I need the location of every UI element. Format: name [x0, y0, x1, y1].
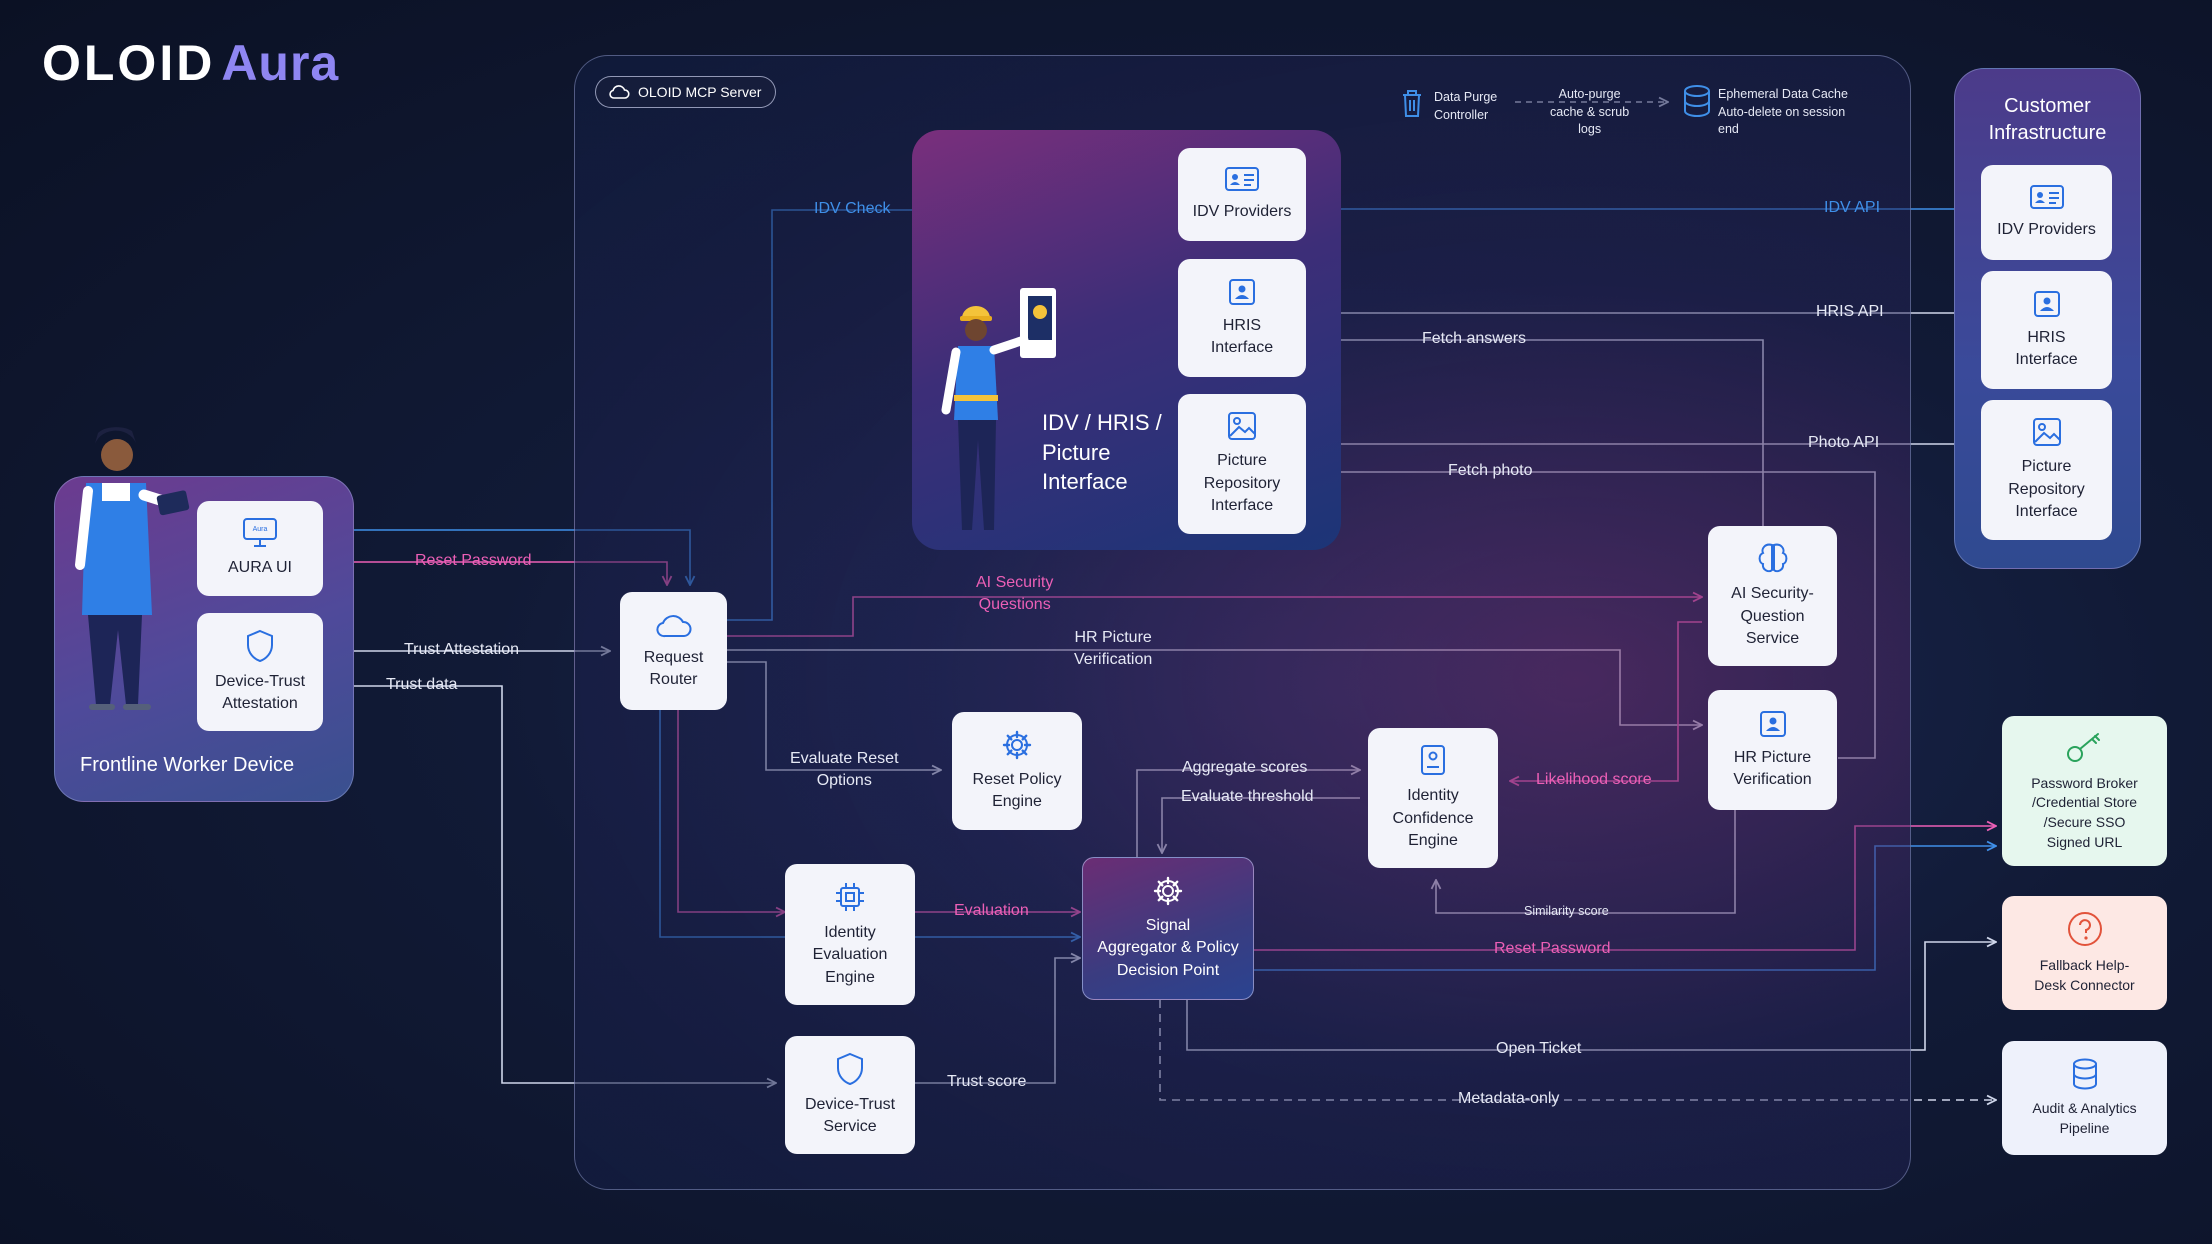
legend-purge-label: Data Purge Controller — [1434, 90, 1498, 122]
label-reset-password-2: Reset Password — [1494, 940, 1611, 957]
database-icon — [2072, 1058, 2097, 1090]
gear-icon — [1002, 730, 1032, 759]
badge-person-icon — [1759, 710, 1786, 737]
audit-analytics-node[interactable]: Audit & Analytics Pipeline — [2002, 1041, 2167, 1155]
trash-icon — [1403, 90, 1421, 117]
label-aggregate-scores: Aggregate scores — [1182, 759, 1308, 776]
identity-confidence-engine-label: Identity Confidence Engine — [1392, 787, 1474, 850]
badge-person-icon — [2033, 290, 2060, 317]
database-icon — [1684, 85, 1710, 117]
gear-icon — [1153, 876, 1183, 906]
label-trust-score: Trust score — [947, 1073, 1027, 1090]
label-idv-check: IDV Check — [814, 200, 891, 217]
id-card-icon — [1225, 167, 1259, 192]
label-hris-api: HRIS API — [1816, 303, 1884, 320]
identity-evaluation-engine-node[interactable]: Identity Evaluation Engine — [785, 864, 915, 1005]
signal-aggregator-label: Signal Aggregator & Policy Decision Poin… — [1097, 916, 1239, 979]
label-idv-api: IDV API — [1824, 199, 1881, 216]
key-icon — [2066, 732, 2100, 762]
legend-cache-label: Ephemeral Data Cache Auto-delete on sess… — [1718, 87, 1848, 136]
idv-providers-node[interactable]: IDV Providers — [1178, 148, 1306, 241]
label-trust-data: Trust data — [386, 676, 458, 693]
picture-repository-label: Picture Repository Interface — [1203, 452, 1281, 515]
customer-hris-interface-label: HRIS Interface — [2015, 328, 2078, 368]
chip-icon — [836, 882, 864, 911]
label-trust-attestation: Trust Attestation — [404, 641, 520, 658]
aura-badge: Aura — [253, 526, 268, 533]
customer-idv-providers-label: IDV Providers — [1997, 221, 2096, 239]
cloud-icon — [609, 85, 630, 99]
label-likelihood: Likelihood score — [1536, 771, 1652, 788]
audit-analytics-label: Audit & Analytics Pipeline — [2032, 1100, 2137, 1136]
customer-picture-repository-node[interactable]: Picture Repository Interface — [1981, 400, 2112, 540]
fallback-helpdesk-node[interactable]: Fallback Help- Desk Connector — [2002, 896, 2167, 1010]
request-router-label: Request Router — [643, 648, 704, 688]
brain-icon — [1758, 544, 1787, 573]
id-card-icon — [2029, 185, 2064, 210]
label-open-ticket: Open Ticket — [1496, 1040, 1582, 1057]
mcp-server-badge: OLOID MCP Server — [595, 76, 777, 108]
label-evaluation: Evaluation — [954, 902, 1029, 919]
customer-picture-repository-label: Picture Repository Interface — [2008, 458, 2085, 521]
label-evaluate-threshold: Evaluate threshold — [1181, 788, 1314, 805]
aura-ui-node[interactable]: Aura AURA UI — [197, 501, 323, 596]
label-similarity: Similarity score — [1524, 904, 1609, 918]
shield-icon — [837, 1052, 863, 1085]
hris-interface-node[interactable]: HRIS Interface — [1178, 259, 1306, 377]
picture-repository-node[interactable]: Picture Repository Interface — [1178, 394, 1306, 534]
identity-evaluation-engine-label: Identity Evaluation Engine — [812, 923, 888, 986]
device-trust-attestation-node[interactable]: Device-Trust Attestation — [197, 613, 323, 731]
reset-policy-engine-label: Reset Policy Engine — [972, 770, 1062, 810]
shield-icon — [247, 629, 273, 662]
image-icon — [2032, 418, 2061, 447]
customer-panel-title: Customer Infrastructure — [1988, 95, 2107, 144]
logo-main: OLOID — [42, 35, 216, 91]
label-metadata: Metadata-only — [1458, 1090, 1560, 1107]
password-broker-label: Password Broker /Credential Store /Secur… — [2031, 774, 2138, 850]
label-evaluate-reset: Evaluate Reset Options — [790, 750, 899, 790]
badge-person-icon — [1229, 278, 1255, 305]
logo-accent: Aura — [221, 35, 340, 91]
device-trust-service-label: Device-Trust Service — [804, 1095, 896, 1135]
label-ai-questions: AI Security Questions — [976, 574, 1054, 614]
frontline-worker-illustration — [75, 427, 190, 710]
hris-interface-label: HRIS Interface — [1210, 316, 1274, 356]
fallback-helpdesk-label: Fallback Help- Desk Connector — [2034, 957, 2135, 993]
device-trust-service-node[interactable]: Device-Trust Service — [785, 1036, 915, 1154]
password-broker-node[interactable]: Password Broker /Credential Store /Secur… — [2002, 716, 2167, 866]
legend-purge-arrow-label: Auto-purge cache & scrub logs — [1550, 87, 1630, 136]
worker-with-badge-illustration — [941, 288, 1056, 530]
customer-hris-interface-node[interactable]: HRIS Interface — [1981, 271, 2112, 389]
worker-panel-title: Frontline Worker Device — [80, 754, 295, 776]
reset-policy-engine-node[interactable]: Reset Policy Engine — [952, 712, 1082, 830]
customer-idv-providers-node[interactable]: IDV Providers — [1981, 165, 2112, 260]
idv-providers-label: IDV Providers — [1192, 203, 1292, 221]
device-trust-attestation-label: Device-Trust Attestation — [214, 672, 306, 712]
request-router-node[interactable]: Request Router — [620, 592, 727, 710]
hr-picture-verification-node[interactable]: HR Picture Verification — [1708, 690, 1837, 810]
mcp-server-title: OLOID MCP Server — [638, 84, 762, 100]
image-icon — [1228, 412, 1256, 441]
label-photo-api: Photo API — [1808, 434, 1880, 451]
hr-picture-verification-label: HR Picture Verification — [1733, 748, 1812, 788]
monitor-icon: Aura — [243, 518, 277, 548]
label-reset-password-1: Reset Password — [415, 552, 532, 569]
label-fetch-photo: Fetch photo — [1448, 462, 1533, 479]
ai-security-question-node[interactable]: AI Security- Question Service — [1708, 526, 1837, 666]
identity-confidence-engine-node[interactable]: Identity Confidence Engine — [1368, 728, 1498, 868]
aura-ui-label: AURA UI — [227, 559, 292, 577]
label-fetch-answers: Fetch answers — [1422, 330, 1527, 347]
signal-aggregator-node[interactable]: Signal Aggregator & Policy Decision Poin… — [1082, 857, 1254, 1000]
id-badge-icon — [1421, 745, 1445, 776]
cloud-icon — [656, 614, 691, 637]
label-hr-verification: HR Picture Verification — [1074, 629, 1153, 669]
question-icon — [2067, 912, 2102, 947]
ai-security-question-label: AI Security- Question Service — [1731, 585, 1814, 648]
idv-panel-title: IDV / HRIS / Picture Interface — [1042, 410, 1162, 495]
